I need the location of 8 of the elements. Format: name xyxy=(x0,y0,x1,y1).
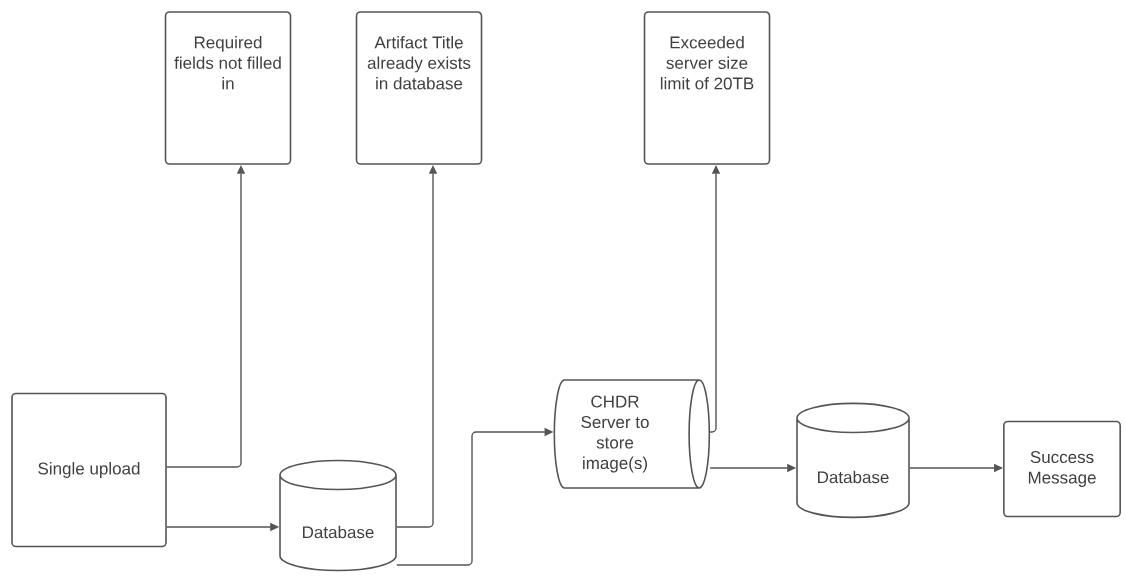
process-box: Single upload xyxy=(11,392,167,548)
process-box: Exceeded server size limit of 20TB xyxy=(643,11,771,165)
database-cylinder: Database xyxy=(796,402,910,519)
storage-cylinder: CHDR Server to store image(s) xyxy=(553,379,711,489)
process-box: Success Message xyxy=(1003,420,1121,518)
database-cylinder: Database xyxy=(279,459,397,572)
process-box: Artifact Title already exists in database xyxy=(355,11,483,165)
process-box: Required fields not filled in xyxy=(164,11,292,165)
